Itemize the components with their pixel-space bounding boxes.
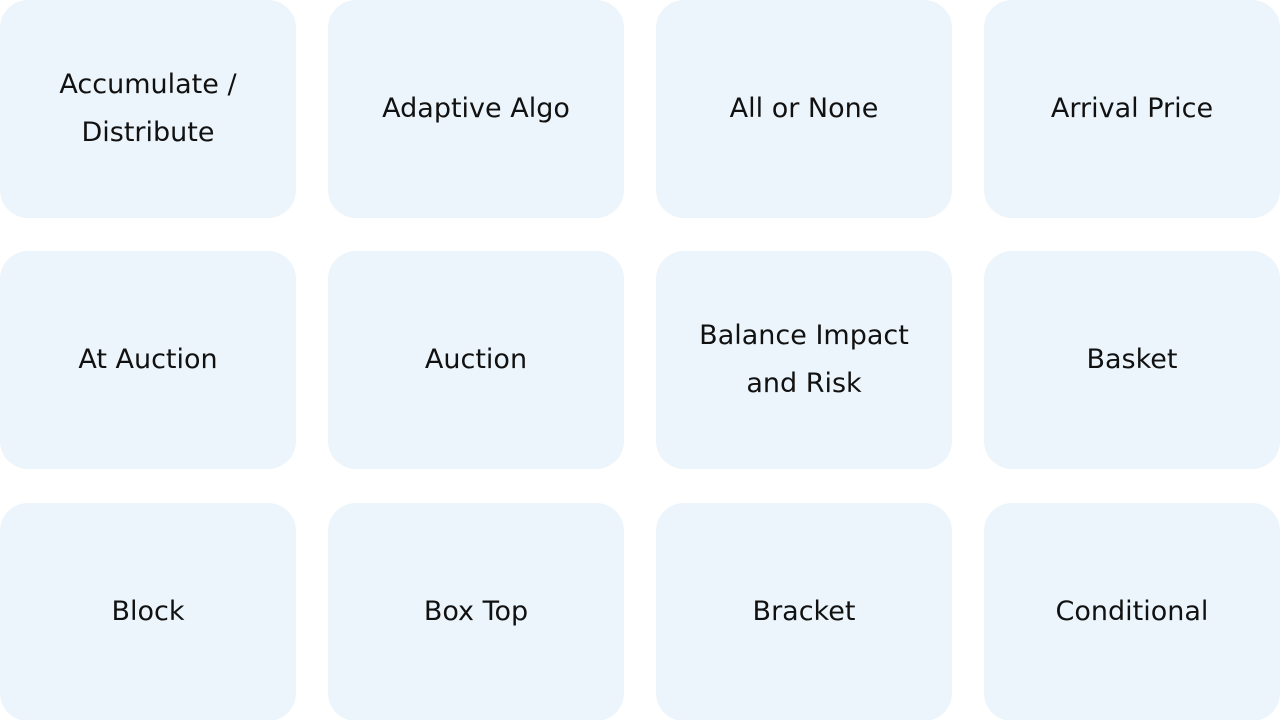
tile-label: Arrival Price xyxy=(1050,93,1214,124)
tile-label: Auction xyxy=(424,344,528,375)
tile-arrival-price[interactable]: Arrival Price xyxy=(984,0,1280,218)
tile-box-top[interactable]: Box Top xyxy=(328,503,624,720)
tile-balance-impact-and-risk[interactable]: Balance Impact and Risk xyxy=(656,251,952,469)
tile-all-or-none[interactable]: All or None xyxy=(656,0,952,218)
tile-label: Adaptive Algo xyxy=(382,93,570,124)
tile-block[interactable]: Block xyxy=(0,503,296,720)
tile-at-auction[interactable]: At Auction xyxy=(0,251,296,469)
tile-label: All or None xyxy=(729,93,879,124)
tile-label: At Auction xyxy=(78,344,218,375)
tile-label: Block xyxy=(111,596,185,627)
tile-label: Balance Impact and Risk xyxy=(699,320,909,399)
tile-adaptive-algo[interactable]: Adaptive Algo xyxy=(328,0,624,218)
tile-auction[interactable]: Auction xyxy=(328,251,624,469)
tile-label: Accumulate / Distribute xyxy=(59,69,237,148)
tile-label: Conditional xyxy=(1055,596,1209,627)
tile-bracket[interactable]: Bracket xyxy=(656,503,952,720)
tile-accumulate-distribute[interactable]: Accumulate / Distribute xyxy=(0,0,296,218)
tile-conditional[interactable]: Conditional xyxy=(984,503,1280,720)
tile-label: Bracket xyxy=(752,596,856,627)
tile-label: Box Top xyxy=(423,596,529,627)
tile-basket[interactable]: Basket xyxy=(984,251,1280,469)
tile-label: Basket xyxy=(1086,344,1178,375)
